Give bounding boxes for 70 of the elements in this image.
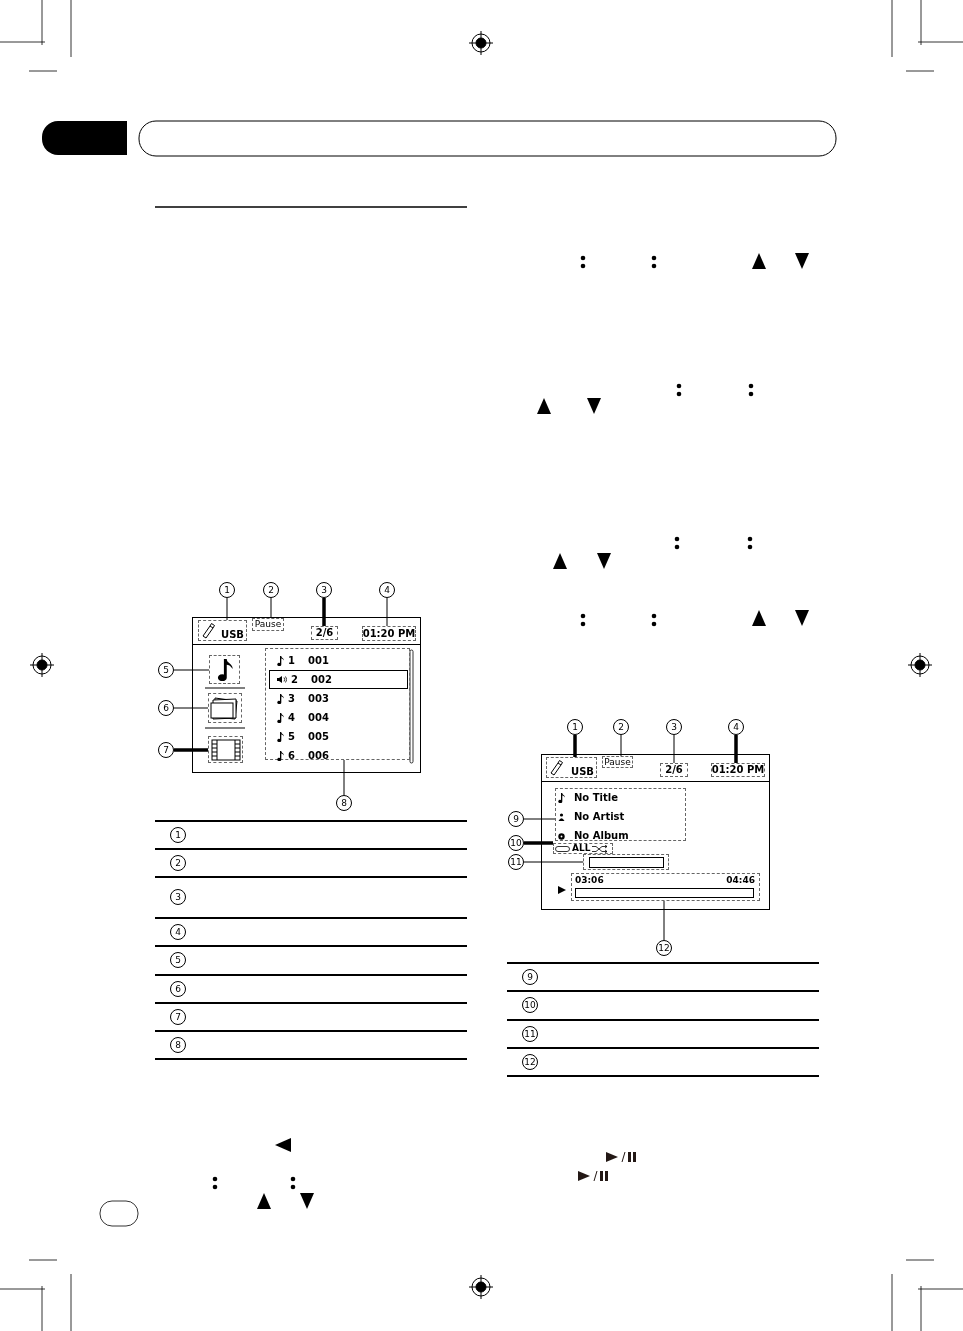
status-text: 2/6: [665, 765, 683, 775]
callout-number: 4: [384, 585, 390, 595]
callout-number: 5: [163, 665, 169, 675]
file-list: [265, 648, 410, 760]
usb-label: USB: [221, 630, 244, 640]
leader-line: [322, 598, 326, 626]
callout-number: 4: [733, 722, 739, 732]
leader-line: [226, 597, 228, 621]
leader-line: [343, 759, 345, 796]
leader-line: [620, 734, 622, 757]
source-indicator: [546, 757, 597, 778]
repeat-mode: ALL: [572, 844, 591, 853]
status-field: [660, 763, 688, 777]
usb-label: USB: [571, 767, 594, 777]
leader-line: [673, 734, 675, 764]
track-name: 001: [308, 655, 329, 666]
callout-number: 2: [268, 585, 274, 595]
leader-line: [524, 841, 553, 845]
status-text: 01:20 PM: [711, 765, 765, 775]
leader-line: [523, 861, 584, 863]
dashed-field: [583, 854, 669, 870]
track-number: 1: [288, 655, 296, 666]
track-name: 004: [308, 712, 329, 723]
callout-number: 1: [572, 722, 578, 732]
track-info-panel: [555, 788, 686, 841]
track-info-text: No Album: [574, 831, 629, 841]
source-indicator: [198, 620, 247, 641]
status-text: 2/6: [315, 628, 334, 638]
track-info-text: No Artist: [574, 812, 625, 822]
callout-number: 11: [510, 857, 522, 867]
status-text: Pause: [604, 757, 631, 767]
status-field: [311, 626, 338, 640]
callout-number: 3: [321, 585, 327, 595]
track-name: 002: [311, 674, 332, 685]
callout-number: 12: [658, 943, 670, 953]
track-name: 003: [308, 693, 329, 704]
track-number: 6: [288, 750, 296, 761]
status-text: Pause: [254, 620, 282, 629]
track-number: 3: [288, 693, 296, 704]
callout-number: 6: [163, 703, 169, 713]
leader-line: [173, 669, 210, 671]
leader-line: [386, 597, 388, 627]
callout-number: 3: [671, 722, 677, 732]
leader-line: [734, 735, 738, 763]
leader-line: [174, 748, 208, 752]
screen-frame: [541, 754, 770, 910]
screen-frame: [192, 617, 421, 773]
callout-number: 7: [163, 745, 169, 755]
callout-number: 2: [618, 722, 624, 732]
leader-line: [173, 707, 209, 709]
leader-line: [523, 818, 556, 820]
progress-panel: [571, 873, 760, 901]
leader-line: [663, 900, 665, 941]
callout-number: 10: [510, 838, 522, 848]
status-text: 01:20 PM: [362, 628, 416, 639]
total-time: 04:46: [726, 876, 755, 885]
leader-line: [573, 735, 577, 757]
track-info-text: No Title: [574, 793, 618, 803]
track-number: 5: [288, 731, 296, 742]
track-number: 4: [288, 712, 296, 723]
leader-line: [270, 597, 272, 619]
callout-number: 9: [513, 814, 519, 824]
track-name: 006: [308, 750, 329, 761]
repeat-indicator: [553, 843, 613, 854]
callout-number: 8: [341, 798, 347, 808]
music-mode-box: [209, 655, 240, 684]
elapsed-time: 03:06: [575, 876, 604, 885]
track-number: 2: [291, 674, 299, 685]
track-name: 005: [308, 731, 329, 742]
callout-number: 1: [224, 585, 230, 595]
